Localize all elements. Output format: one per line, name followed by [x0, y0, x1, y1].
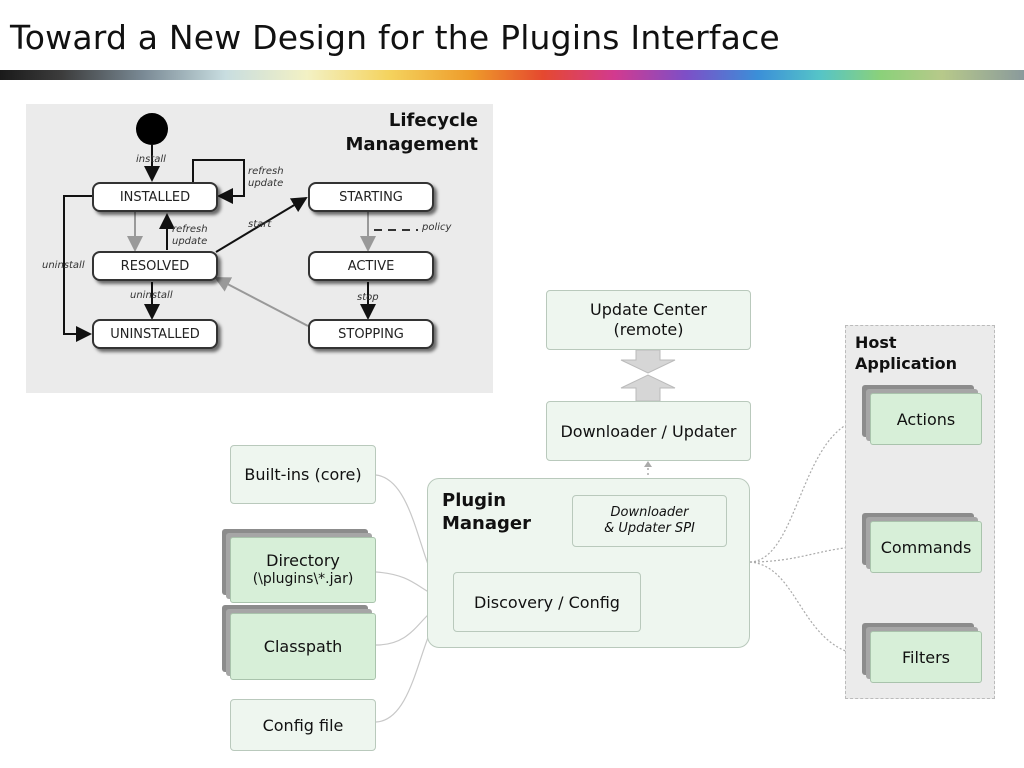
builtins-box: Built-ins (core)	[230, 445, 376, 504]
actions-box: Actions	[870, 393, 982, 445]
lifecycle-title: Lifecycle Management	[345, 110, 479, 155]
actions-stack: Actions	[862, 385, 982, 445]
plugin-manager-title: Plugin Manager	[442, 490, 531, 534]
state-uninstalled: UNINSTALLED	[92, 319, 218, 349]
filters-stack: Filters	[862, 623, 982, 683]
discovery-config-box: Discovery / Config	[453, 572, 641, 632]
downloader-spi-box: Downloader & Updater SPI	[572, 495, 727, 547]
filters-box: Filters	[870, 631, 982, 683]
state-stopping: STOPPING	[308, 319, 434, 349]
rainbow-divider	[0, 70, 1024, 80]
label-start: start	[248, 219, 272, 230]
classpath-stack: Classpath	[222, 605, 376, 681]
state-installed: INSTALLED	[92, 182, 218, 212]
plugin-manager-container: Plugin Manager Downloader & Updater SPI …	[427, 478, 750, 648]
lifecycle-panel: Lifecycle Management INSTALLED RESOLVED …	[26, 104, 493, 393]
double-arrow-up	[620, 349, 676, 374]
label-refresh-2: refresh	[172, 224, 208, 235]
double-arrow-down	[620, 374, 676, 402]
label-stop: stop	[357, 292, 379, 303]
directory-stack: Directory (\plugins\*.jar)	[222, 529, 376, 604]
state-active: ACTIVE	[308, 251, 434, 281]
label-policy: policy	[422, 222, 452, 233]
config-file-box: Config file	[230, 699, 376, 751]
state-starting: STARTING	[308, 182, 434, 212]
state-resolved: RESOLVED	[92, 251, 218, 281]
label-install: install	[136, 154, 166, 165]
label-update-1: update	[248, 178, 284, 189]
directory-box: Directory (\plugins\*.jar)	[230, 537, 376, 603]
commands-stack: Commands	[862, 513, 982, 573]
initial-state-dot	[136, 113, 168, 145]
lifecycle-arrows	[63, 113, 418, 342]
label-update-2: update	[172, 236, 208, 247]
label-refresh-1: refresh	[248, 166, 284, 177]
downloader-updater-box: Downloader / Updater	[546, 401, 751, 461]
slide-title: Toward a New Design for the Plugins Inte…	[10, 18, 780, 57]
label-uninstall-mid: uninstall	[130, 290, 173, 301]
update-center-box: Update Center (remote)	[546, 290, 751, 350]
classpath-box: Classpath	[230, 613, 376, 680]
label-uninstall-left: uninstall	[42, 260, 85, 271]
commands-box: Commands	[870, 521, 982, 573]
host-application-title: Host Application	[855, 333, 958, 373]
